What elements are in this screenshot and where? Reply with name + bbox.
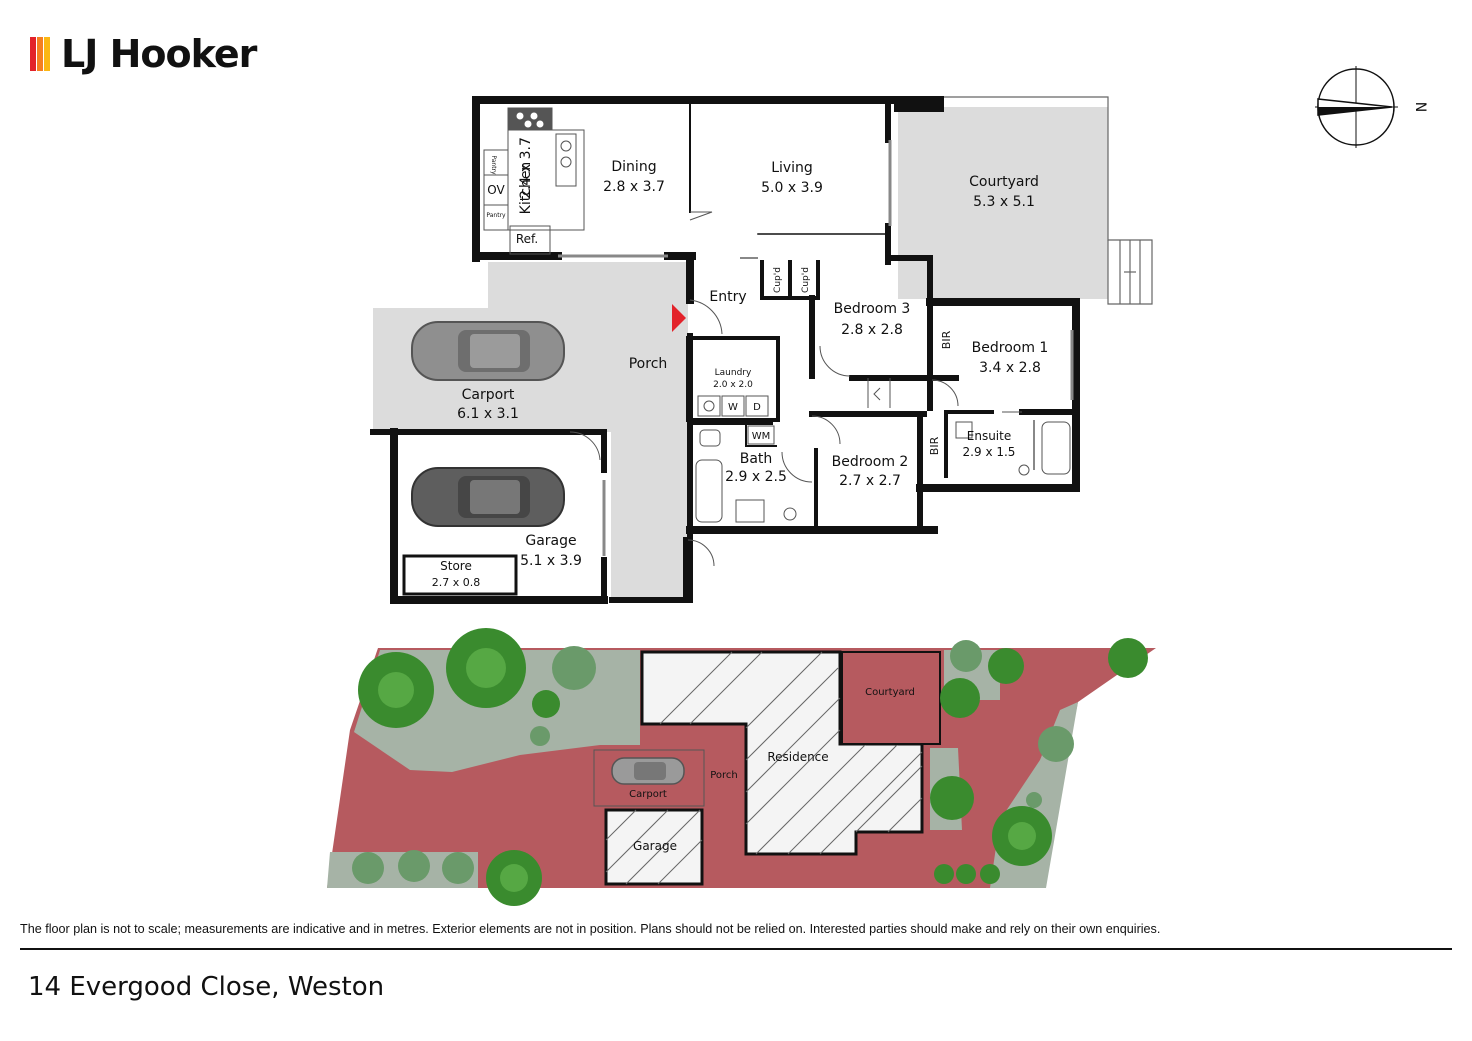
garage-hatching <box>605 809 703 885</box>
tree-icon <box>980 864 1000 884</box>
fixture-cupboard-b: Cup'd <box>801 267 811 293</box>
room-kitchen: Kitchen 2.4 x 3.7 <box>518 137 534 214</box>
logo-bar-orange <box>37 37 43 71</box>
tree-icon <box>1038 726 1074 762</box>
room-dining-dims: 2.8 x 3.7 <box>603 179 665 195</box>
room-courtyard-dims: 5.3 x 5.1 <box>973 194 1035 210</box>
site-carport-label: Carport <box>629 789 667 800</box>
room-carport-name: Carport <box>462 387 515 403</box>
logo-bar-yellow <box>44 37 50 71</box>
tree-icon <box>532 690 560 718</box>
room-bedroom1-name: Bedroom 1 <box>972 340 1049 356</box>
room-laundry-name: Laundry <box>715 368 752 378</box>
room-kitchen-name: Kitchen <box>518 162 534 215</box>
site-plan: Courtyard Residence Porch Carport Garage <box>327 628 1156 906</box>
room-dining-name: Dining <box>611 159 656 175</box>
floor-plan-fixtures <box>483 107 1071 523</box>
tree-icon <box>934 864 954 884</box>
room-store-dims: 2.7 x 0.8 <box>432 576 481 589</box>
fixture-cupboard-a: Cup'd <box>773 267 783 293</box>
room-store-name: Store <box>440 559 472 573</box>
room-garage-dims: 5.1 x 3.9 <box>520 553 582 569</box>
room-bedroom3-dims: 2.8 x 2.8 <box>841 322 903 338</box>
entry-marker-icon <box>672 304 686 332</box>
compass-icon: N <box>1315 66 1428 148</box>
room-courtyard-name: Courtyard <box>969 174 1039 190</box>
compass-north-label: N <box>1412 102 1428 112</box>
room-ensuite-dims: 2.9 x 1.5 <box>963 445 1016 459</box>
tree-icon <box>552 646 596 690</box>
fixture-pantry-top: Pantry <box>490 155 497 175</box>
fixture-washer: W <box>728 402 738 413</box>
residence-hatching <box>659 651 923 855</box>
room-bedroom2-dims: 2.7 x 2.7 <box>839 473 901 489</box>
floor-plan-walls <box>370 96 1080 604</box>
room-porch-name: Porch <box>629 356 668 372</box>
tree-icon <box>352 852 384 884</box>
brand-name: LJ Hooker <box>61 32 257 76</box>
tree-icon <box>950 640 982 672</box>
tree-icon <box>442 852 474 884</box>
door-swings <box>558 140 1074 567</box>
room-kitchen-dims: 2.4 x 3.7 <box>518 137 534 199</box>
fixture-bir-bedroom1: BIR <box>940 330 953 349</box>
room-bedroom1-dims: 3.4 x 2.8 <box>979 360 1041 376</box>
room-ensuite-name: Ensuite <box>967 429 1011 443</box>
tree-icon <box>940 678 980 718</box>
room-bath-name: Bath <box>740 451 773 467</box>
tree-icon <box>1108 638 1148 678</box>
room-laundry-dims: 2.0 x 2.0 <box>713 380 753 390</box>
tree-icon <box>988 648 1024 684</box>
site-trees <box>352 628 1148 906</box>
room-carport-dims: 6.1 x 3.1 <box>457 406 519 422</box>
carport-car-icon <box>411 321 565 381</box>
logo-bars-icon <box>30 37 51 71</box>
room-bedroom2-name: Bedroom 2 <box>832 454 909 470</box>
tree-icon <box>398 850 430 882</box>
fixture-pantry-bottom: Pantry <box>486 212 506 219</box>
courtyard-outline <box>940 96 1153 305</box>
fixture-oven: OV <box>487 183 505 197</box>
site-garage <box>604 808 704 886</box>
tree-icon <box>1026 792 1042 808</box>
fixture-fridge: Ref. <box>516 232 538 246</box>
room-living-dims: 5.0 x 3.9 <box>761 180 823 196</box>
site-courtyard <box>841 651 941 745</box>
property-address: 14 Evergood Close, Weston <box>28 972 385 1002</box>
footer-divider <box>20 948 1452 950</box>
site-residence-label: Residence <box>767 750 828 764</box>
room-living-name: Living <box>771 160 813 176</box>
fixture-wm: WM <box>752 431 771 442</box>
site-garage-label: Garage <box>633 839 677 853</box>
disclaimer-text: The floor plan is not to scale; measurem… <box>20 922 1161 936</box>
tree-icon <box>530 726 550 746</box>
room-entry-name: Entry <box>709 289 746 305</box>
tree-icon <box>956 864 976 884</box>
room-bath-dims: 2.9 x 2.5 <box>725 469 787 485</box>
garage-car-icon <box>411 467 565 527</box>
site-porch-label: Porch <box>710 770 738 781</box>
tree-icon <box>930 776 974 820</box>
logo-bar-red <box>30 37 36 71</box>
site-courtyard-label: Courtyard <box>865 687 915 698</box>
site-car-icon <box>611 757 685 785</box>
room-garage-name: Garage <box>525 533 576 549</box>
fixture-dryer: D <box>753 402 761 413</box>
lj-hooker-logo: LJ Hooker <box>30 32 257 76</box>
fixture-bir-bedroom2: BIR <box>928 436 941 455</box>
room-bedroom3-name: Bedroom 3 <box>834 301 911 317</box>
